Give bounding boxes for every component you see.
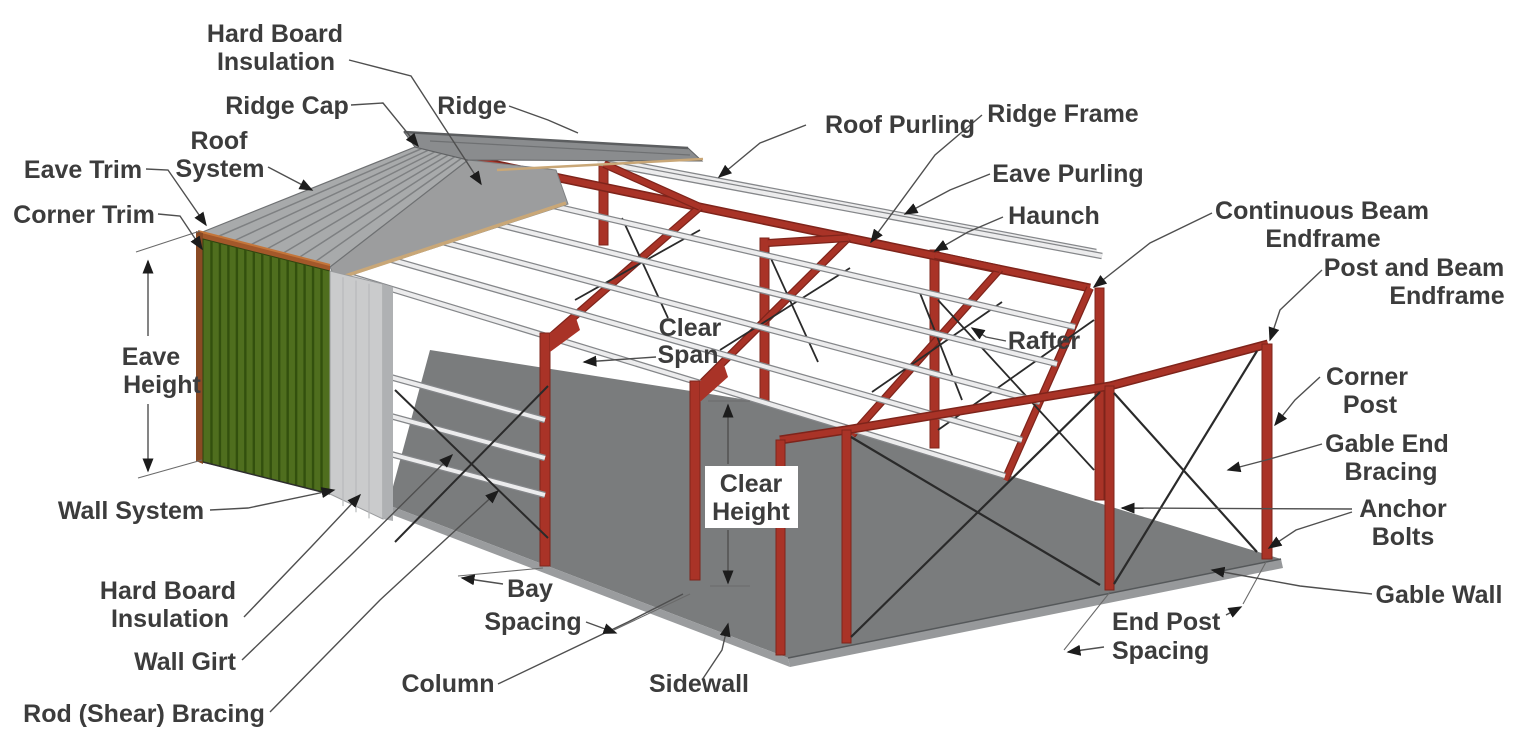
end-post-spacing-ext-left <box>1063 591 1111 651</box>
haunch-leader <box>933 216 1004 252</box>
eave-height-tick-top <box>135 230 201 253</box>
label-hard-board-insulation-top: Insulation <box>217 48 335 76</box>
anchor-bolts-leader-1 <box>1120 502 1353 514</box>
building-structure <box>196 130 1283 667</box>
label-rafter: Rafter <box>1008 327 1081 355</box>
label-wall-system: Wall System <box>58 497 204 525</box>
label-hard-board-insulation-bottom: Insulation <box>111 605 229 633</box>
label-gable-end-bracing: Bracing <box>1344 458 1437 486</box>
label-clear-height: Height <box>712 498 790 526</box>
clear-height-box <box>705 466 798 528</box>
label-bay-spacing: Bay <box>507 575 553 603</box>
hard-board-insulation-top-leader <box>348 59 482 186</box>
label-clear-span: Span <box>657 341 718 369</box>
label-corner-trim: Corner Trim <box>13 201 155 229</box>
label-bay-spacing: Spacing <box>484 608 581 636</box>
rod-shear-bracing-leader <box>269 489 500 713</box>
corner-trim-leader <box>157 213 203 251</box>
label-ridge-cap: Ridge Cap <box>225 92 349 120</box>
label-roof-purling: Roof Purling <box>825 111 975 139</box>
column-leader <box>497 593 684 685</box>
label-column: Column <box>401 670 494 698</box>
gable-end-bracing-leader <box>1226 443 1323 473</box>
label-post-and-beam-endframe: Endframe <box>1389 282 1504 310</box>
label-eave-trim: Eave Trim <box>24 156 142 184</box>
ridge-leader <box>508 105 579 134</box>
label-end-post-spacing: Spacing <box>1112 637 1209 665</box>
label-corner-post: Post <box>1343 391 1398 419</box>
label-anchor-bolts: Anchor <box>1359 495 1447 523</box>
continuous-beam-endframe-leader <box>1092 212 1213 288</box>
label-continuous-beam-endframe: Endframe <box>1265 225 1380 253</box>
roof-system-leader <box>267 166 314 191</box>
wall-girt-leader <box>241 453 454 661</box>
clear-span-leader <box>582 355 657 367</box>
eave-height-tick-bottom <box>137 459 203 479</box>
label-corner-post: Corner <box>1326 363 1408 391</box>
bay-spacing-ext-right <box>613 593 691 631</box>
label-roof-system: Roof <box>191 127 249 155</box>
label-hard-board-insulation-bottom: Hard Board <box>100 577 236 605</box>
eave-purling-leader <box>903 173 991 215</box>
post-and-beam-endframe-leader <box>1268 269 1323 342</box>
label-eave-height: Eave <box>122 343 180 371</box>
label-continuous-beam-endframe: Continuous Beam <box>1215 197 1429 225</box>
label-rod-shear-bracing: Rod (Shear) Bracing <box>23 700 265 728</box>
eave-trim-leader <box>145 168 207 227</box>
ridge-cap-leader <box>350 102 419 148</box>
label-ridge: Ridge <box>437 92 507 120</box>
rafter-leader <box>970 327 1007 342</box>
label-clear-span: Clear <box>659 314 722 342</box>
roof-purling-leader <box>717 124 807 178</box>
label-end-post-spacing: End Post <box>1112 608 1221 636</box>
corner-post-leader <box>1274 376 1321 427</box>
hard-board-insulation-bottom-leader <box>243 493 362 618</box>
end-post-spacing-arrow-left <box>1066 644 1105 656</box>
bay-spacing-arrow-left <box>460 574 504 586</box>
label-anchor-bolts: Bolts <box>1372 523 1435 551</box>
bay-spacing-arrow-right <box>585 621 618 634</box>
label-haunch: Haunch <box>1008 202 1100 230</box>
sidewall-leader <box>701 622 731 681</box>
ridge-frame-leader <box>870 114 983 244</box>
label-post-and-beam-endframe: Post and Beam <box>1324 254 1505 282</box>
label-clear-height: Clear <box>720 470 783 498</box>
label-ridge-frame: Ridge Frame <box>987 100 1139 128</box>
label-gable-end-bracing: Gable End <box>1325 430 1449 458</box>
anchor-bolts-leader-2 <box>1267 511 1353 549</box>
label-eave-purling: Eave Purling <box>992 160 1143 188</box>
wall-system-leader <box>209 487 336 511</box>
label-roof-system: System <box>176 155 265 183</box>
label-hard-board-insulation-top: Hard Board <box>207 20 343 48</box>
gable-wall-leader <box>1210 566 1373 595</box>
label-sidewall: Sidewall <box>649 670 749 698</box>
label-wall-girt: Wall Girt <box>134 648 237 676</box>
end-post-spacing-arrow-right <box>1225 606 1243 618</box>
label-gable-wall: Gable Wall <box>1376 581 1503 609</box>
end-post-spacing-ext-right <box>1242 561 1267 605</box>
label-eave-height: Height <box>123 371 201 399</box>
